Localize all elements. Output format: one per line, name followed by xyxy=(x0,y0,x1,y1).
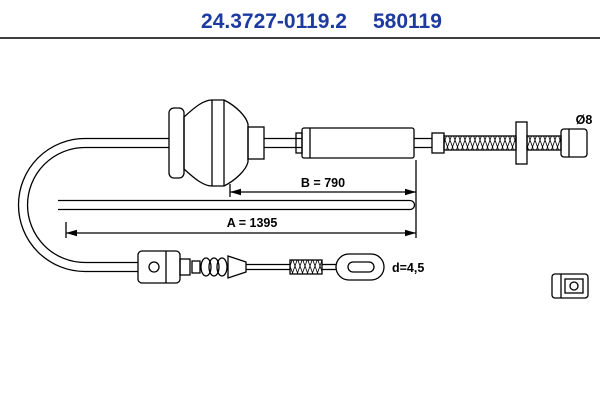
dim-a-label: A = 1395 xyxy=(227,216,278,230)
inner-cable xyxy=(246,259,336,275)
threaded-rod xyxy=(414,121,588,165)
mounting-bracket xyxy=(137,250,181,284)
thread-section xyxy=(526,135,562,151)
dimension-a: A = 1395 xyxy=(65,216,416,238)
flange xyxy=(515,121,528,165)
dim-b-label: B = 790 xyxy=(301,176,345,190)
cable-assembly: Ø8 B = 790 A = 1395 xyxy=(17,99,593,299)
rod-diameter-label: Ø8 xyxy=(576,113,593,127)
boot-grommet xyxy=(168,99,265,187)
dimension-b: B = 790 xyxy=(229,160,417,238)
part-number: 24.3727-0119.2 xyxy=(201,10,347,33)
reference-number: 580119 xyxy=(373,10,442,33)
crimped-connector xyxy=(289,259,323,275)
cable-diameter-label: d=4,5 xyxy=(392,261,424,275)
cable-loop xyxy=(17,137,416,273)
outer-sleeve xyxy=(295,127,415,159)
cable-clip xyxy=(551,273,589,299)
ferrule xyxy=(431,132,445,154)
header: 24.3727-0119.2 580119 xyxy=(0,10,600,39)
adjuster-bellows xyxy=(179,255,247,279)
thread-section xyxy=(443,135,517,151)
end-cap xyxy=(560,128,588,158)
slotted-rod-end xyxy=(335,253,385,281)
